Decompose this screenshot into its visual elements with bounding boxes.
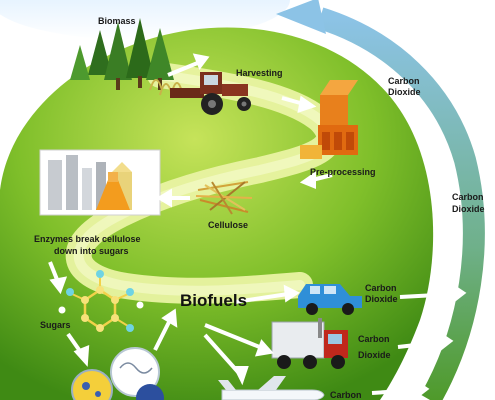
label-biofuels: Biofuels <box>180 291 247 310</box>
label-harvesting: Harvesting <box>236 68 283 78</box>
tractor-icon <box>170 72 251 115</box>
label-sugars: Sugars <box>40 320 71 330</box>
biomass-trees-icon <box>70 18 183 96</box>
car-icon <box>298 284 362 315</box>
sugar-molecule-icon <box>58 270 144 332</box>
label-enzymes-line1: Enzymes break cellulose <box>34 234 141 244</box>
label-truck-co2-2: Dioxide <box>358 350 391 360</box>
label-plane-co2-1: Carbon <box>330 390 362 400</box>
label-carbon-dioxide-top-2: Dioxide <box>388 87 421 97</box>
label-pre-processing: Pre-processing <box>310 167 376 177</box>
cycle-arrow-head <box>276 0 326 34</box>
refinery-icon <box>39 149 161 216</box>
cycle-arrow <box>316 7 485 400</box>
label-carbon-dioxide-top-1: Carbon <box>388 76 420 86</box>
microbes-icon <box>71 347 164 400</box>
cellulose-fibers-icon <box>195 181 253 215</box>
label-biomass: Biomass <box>98 16 136 26</box>
label-truck-co2-1: Carbon <box>358 334 390 344</box>
label-carbon-dioxide-right-2: Dioxide <box>452 204 485 214</box>
truck-icon <box>271 318 348 369</box>
label-car-co2-1: Carbon <box>365 283 397 293</box>
label-car-co2-2: Dioxide <box>365 294 398 304</box>
label-enzymes-line2: down into sugars <box>54 246 129 256</box>
label-cellulose: Cellulose <box>208 220 248 230</box>
label-carbon-dioxide-right-1: Carbon <box>452 192 484 202</box>
process-arrows <box>48 53 467 400</box>
pre-processing-machine-icon <box>300 80 358 159</box>
